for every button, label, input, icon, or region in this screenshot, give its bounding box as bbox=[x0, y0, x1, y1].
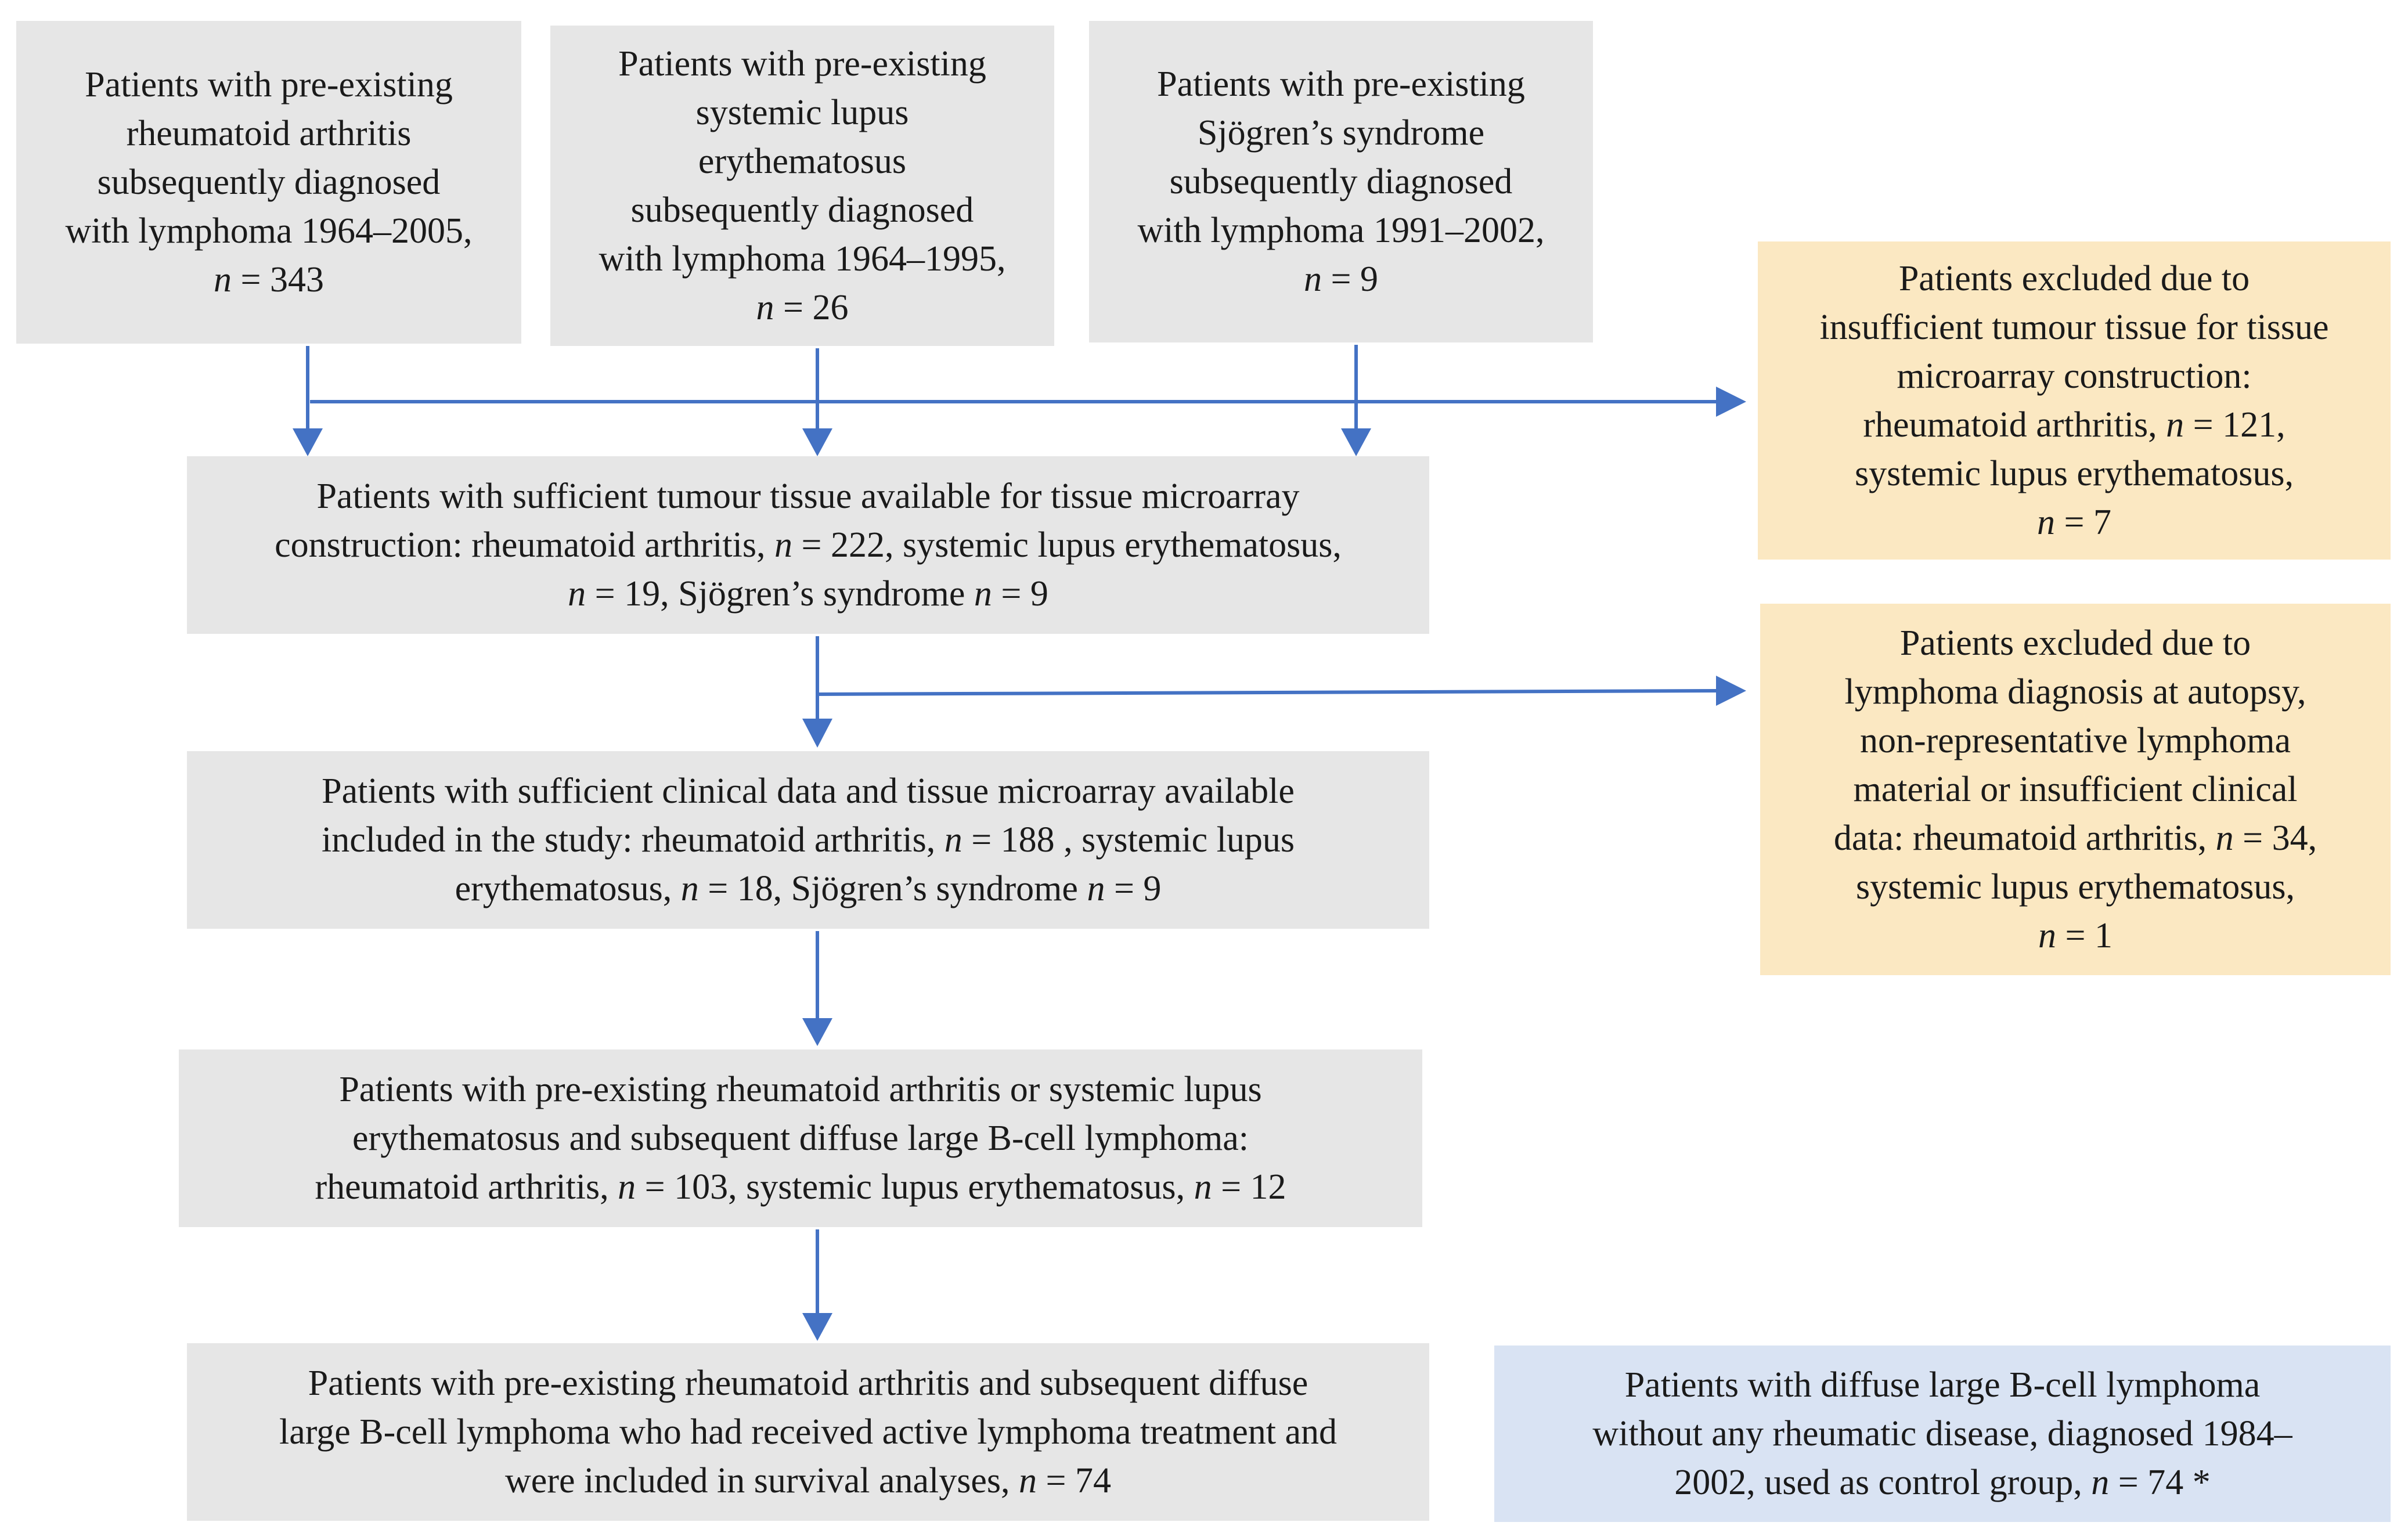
excluded-tissue-line: systemic lupus erythematosus, bbox=[1855, 454, 2294, 493]
control-group-line: 2002, used as control group, n = 74 * bbox=[1674, 1463, 2211, 1502]
sle-source-count: n = 26 bbox=[756, 288, 849, 327]
ss-source-count: n = 9 bbox=[1304, 259, 1378, 299]
excluded-autopsy-line: material or insufficient clinical bbox=[1853, 770, 2298, 809]
arrowhead-included bbox=[802, 1018, 832, 1046]
survival-line: large B-cell lymphoma who had received a… bbox=[279, 1412, 1338, 1452]
excluded-autopsy-line: systemic lupus erythematosus, bbox=[1856, 867, 2295, 907]
sufficient-tissue-line: n = 19, Sjögren’s syndrome n = 9 bbox=[568, 574, 1048, 614]
ss-source-line: Patients with pre-existing bbox=[1157, 64, 1525, 104]
included-study-line: erythematosus, n = 18, Sjögren’s syndrom… bbox=[455, 869, 1162, 908]
arrowhead-ra bbox=[293, 428, 323, 456]
arrowhead-excluded-autopsy bbox=[1716, 676, 1746, 706]
sle-source-line: systemic lupus bbox=[695, 93, 909, 132]
sle-source-line: with lymphoma 1964–1995, bbox=[599, 239, 1006, 279]
excluded-tissue-line: insufficient tumour tissue for tissue bbox=[1819, 308, 2329, 347]
arrowhead-tissue bbox=[802, 719, 832, 748]
sufficient-tissue-line: Patients with sufficient tumour tissue a… bbox=[316, 477, 1300, 516]
arrow-to-excluded-autopsy bbox=[817, 689, 1719, 696]
included-study-box: Patients with sufficient clinical data a… bbox=[187, 751, 1429, 929]
control-group-box: Patients with diffuse large B-cell lymph… bbox=[1494, 1346, 2391, 1522]
excluded-tissue-sle-count: n = 7 bbox=[2037, 503, 2111, 542]
ra-source-box: Patients with pre-existing rheumatoid ar… bbox=[16, 21, 521, 344]
excluded-autopsy-line: Patients excluded due to bbox=[1899, 623, 2251, 663]
arrowhead-ss bbox=[1341, 428, 1371, 456]
excluded-autopsy-sle-count: n = 1 bbox=[2038, 916, 2113, 955]
dlbcl-subset-box: Patients with pre-existing rheumatoid ar… bbox=[179, 1049, 1422, 1227]
sle-source-line: erythematosus bbox=[698, 142, 907, 181]
excluded-autopsy-line: non-representative lymphoma bbox=[1859, 721, 2291, 760]
survival-line: Patients with pre-existing rheumatoid ar… bbox=[308, 1364, 1308, 1403]
ra-source-count: n = 343 bbox=[214, 260, 324, 300]
excluded-tissue-line: microarray construction: bbox=[1897, 356, 2252, 396]
sufficient-tissue-line: construction: rheumatoid arthritis, n = … bbox=[275, 525, 1342, 565]
arrowhead-excluded-tissue bbox=[1716, 387, 1746, 417]
excluded-tissue-line: Patients excluded due to bbox=[1898, 259, 2250, 298]
ss-source-line: with lymphoma 1991–2002, bbox=[1137, 211, 1545, 250]
dlbcl-subset-line: rheumatoid arthritis, n = 103, systemic … bbox=[315, 1167, 1286, 1207]
survival-box: Patients with pre-existing rheumatoid ar… bbox=[187, 1343, 1429, 1521]
sufficient-tissue-box: Patients with sufficient tumour tissue a… bbox=[187, 456, 1429, 634]
ra-source-line: Patients with pre-existing bbox=[85, 65, 453, 104]
sle-source-line: Patients with pre-existing bbox=[618, 44, 986, 84]
excluded-tissue-box: Patients excluded due to insufficient tu… bbox=[1758, 241, 2391, 560]
sle-source-line: subsequently diagnosed bbox=[630, 190, 974, 230]
ss-source-line: subsequently diagnosed bbox=[1169, 162, 1513, 201]
survival-line: were included in survival analyses, n = … bbox=[505, 1461, 1111, 1500]
ra-source-line: rheumatoid arthritis bbox=[126, 114, 412, 153]
dlbcl-subset-line: erythematosus and subsequent diffuse lar… bbox=[352, 1119, 1249, 1158]
excluded-autopsy-line: lymphoma diagnosis at autopsy, bbox=[1844, 672, 2306, 712]
included-study-line: included in the study: rheumatoid arthri… bbox=[321, 820, 1295, 860]
sle-source-box: Patients with pre-existing systemic lupu… bbox=[550, 26, 1054, 346]
ss-source-line: Sjögren’s syndrome bbox=[1197, 113, 1485, 153]
included-study-line: Patients with sufficient clinical data a… bbox=[322, 771, 1295, 811]
arrowhead-dlbcl bbox=[802, 1313, 832, 1341]
excluded-autopsy-ra-count: data: rheumatoid arthritis, n = 34, bbox=[1833, 818, 2317, 858]
excluded-autopsy-box: Patients excluded due to lymphoma diagno… bbox=[1760, 604, 2391, 975]
dlbcl-subset-line: Patients with pre-existing rheumatoid ar… bbox=[339, 1070, 1262, 1109]
arrowhead-sle bbox=[802, 428, 832, 456]
control-group-line: Patients with diffuse large B-cell lymph… bbox=[1624, 1365, 2261, 1405]
excluded-tissue-ra-count: rheumatoid arthritis, n = 121, bbox=[1863, 405, 2286, 445]
ss-source-box: Patients with pre-existing Sjögren’s syn… bbox=[1089, 21, 1593, 342]
control-group-line: without any rheumatic disease, diagnosed… bbox=[1592, 1414, 2292, 1453]
ra-source-line: with lymphoma 1964–2005, bbox=[65, 211, 473, 251]
ra-source-line: subsequently diagnosed bbox=[97, 163, 441, 202]
